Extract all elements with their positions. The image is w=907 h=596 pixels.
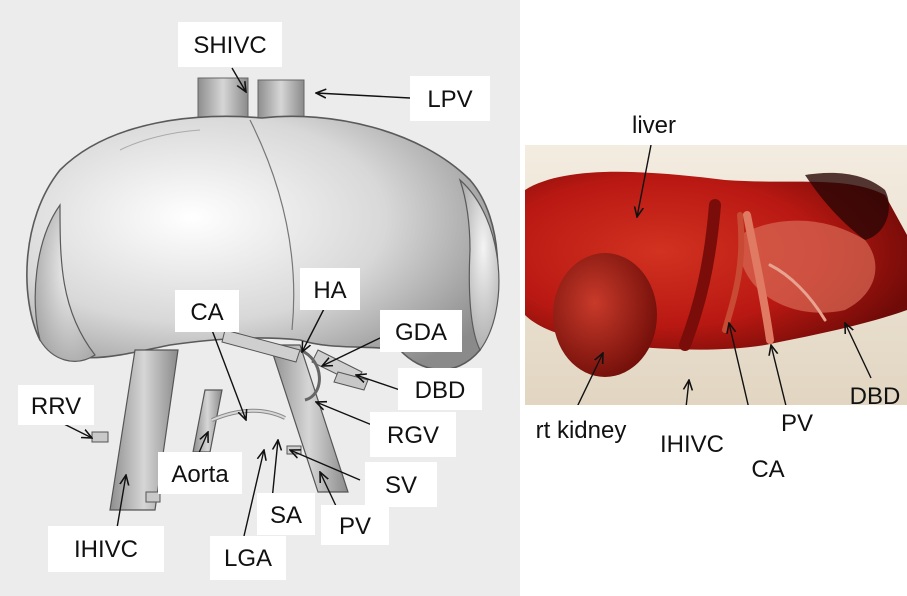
label-lpv: LPV — [427, 86, 472, 113]
label-ca: CA — [190, 299, 223, 326]
photo-label-rt-kidney: rt kidney — [536, 417, 627, 444]
label-lga: LGA — [224, 545, 272, 572]
photo-label-ca: CA — [751, 456, 784, 483]
label-rrv: RRV — [31, 393, 81, 420]
operative-photo-panel — [525, 145, 907, 405]
label-gda: GDA — [395, 319, 447, 346]
label-sa: SA — [270, 502, 302, 529]
label-ihivc: IHIVC — [74, 536, 138, 563]
photo-label-liver: liver — [632, 112, 676, 139]
label-sv: SV — [385, 472, 417, 499]
label-ha: HA — [313, 277, 346, 304]
label-dbd: DBD — [415, 377, 466, 404]
photo-kidney — [553, 253, 657, 377]
label-aorta: Aorta — [171, 461, 229, 488]
photo-label-ihivc: IHIVC — [660, 431, 724, 458]
label-shivc: SHIVC — [193, 32, 266, 59]
label-pv: PV — [339, 513, 371, 540]
photo-label-pv: PV — [781, 410, 813, 437]
anatomy-drawing-panel: SHIVC LPV HA CA GDA DBD RGV RRV Aorta SV… — [0, 0, 520, 596]
label-rgv: RGV — [387, 422, 439, 449]
